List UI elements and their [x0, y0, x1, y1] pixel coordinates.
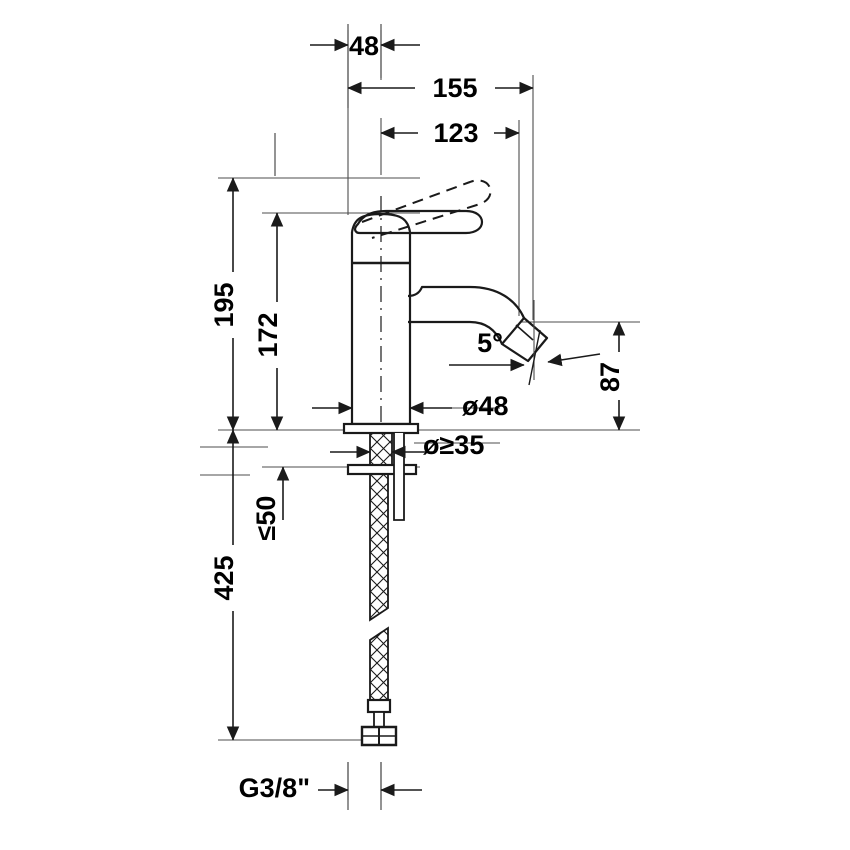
dia48-label: ø48	[462, 391, 509, 421]
faucet-outline-group	[350, 179, 549, 426]
hose-neck	[373, 711, 385, 728]
dim155-label-mask	[415, 72, 495, 102]
dimension-dia48: ø48	[312, 391, 509, 421]
dim87-label: 87	[595, 362, 625, 392]
hose-ferrule	[366, 698, 392, 714]
aerator-inner-edge	[515, 324, 534, 341]
dimension-425: 425	[209, 429, 250, 741]
dim172-label: 172	[253, 312, 283, 357]
dim425-label: 425	[209, 555, 239, 600]
dim425-label-mask	[218, 545, 250, 611]
flexible-hose-upper	[369, 473, 389, 622]
lever-handle-raised-phantom	[361, 179, 492, 239]
dim155-label: 155	[432, 73, 477, 103]
dimension-dia35: ø≥35	[330, 430, 484, 460]
rigid-supply-tube	[393, 433, 405, 521]
dim172-label-mask	[262, 302, 294, 368]
dimension-195: 195	[209, 177, 250, 431]
flexible-hose-lower	[369, 626, 389, 701]
dimension-123: 123	[274, 117, 520, 176]
dim48-label: 48	[349, 31, 379, 61]
lever-handle	[354, 209, 484, 235]
dimension-angle-5deg: 5°	[449, 328, 601, 372]
threaded-shank	[369, 432, 393, 466]
g38-label: G3/8"	[239, 773, 310, 803]
dim195-label: 195	[209, 282, 239, 327]
base-flange	[342, 422, 420, 435]
dim123-label-mask	[418, 117, 494, 147]
dimension-87: 87	[595, 321, 636, 431]
dimension-48: 48	[310, 24, 420, 108]
lever-phantom-outline	[361, 179, 492, 239]
dimension-155: 155	[347, 72, 534, 103]
outlet-tilt-axis	[528, 329, 541, 386]
angle5-label: 5°	[477, 328, 503, 358]
dim50-label: ≤50	[251, 496, 281, 541]
dimension-172: 172	[253, 212, 294, 431]
angle5-arrow-right	[547, 353, 601, 367]
dim123-label: 123	[433, 118, 478, 148]
dimension-thread-g38: G3/8"	[239, 762, 422, 810]
dimension-max50: ≤50	[251, 466, 290, 541]
dia35-label: ø≥35	[423, 430, 484, 460]
dim87-label-mask	[604, 352, 636, 400]
spout-upper-curve	[407, 285, 526, 319]
dim195-label-mask	[218, 272, 250, 338]
spout-lower-curve	[408, 320, 504, 345]
clamp-washer	[346, 463, 418, 476]
